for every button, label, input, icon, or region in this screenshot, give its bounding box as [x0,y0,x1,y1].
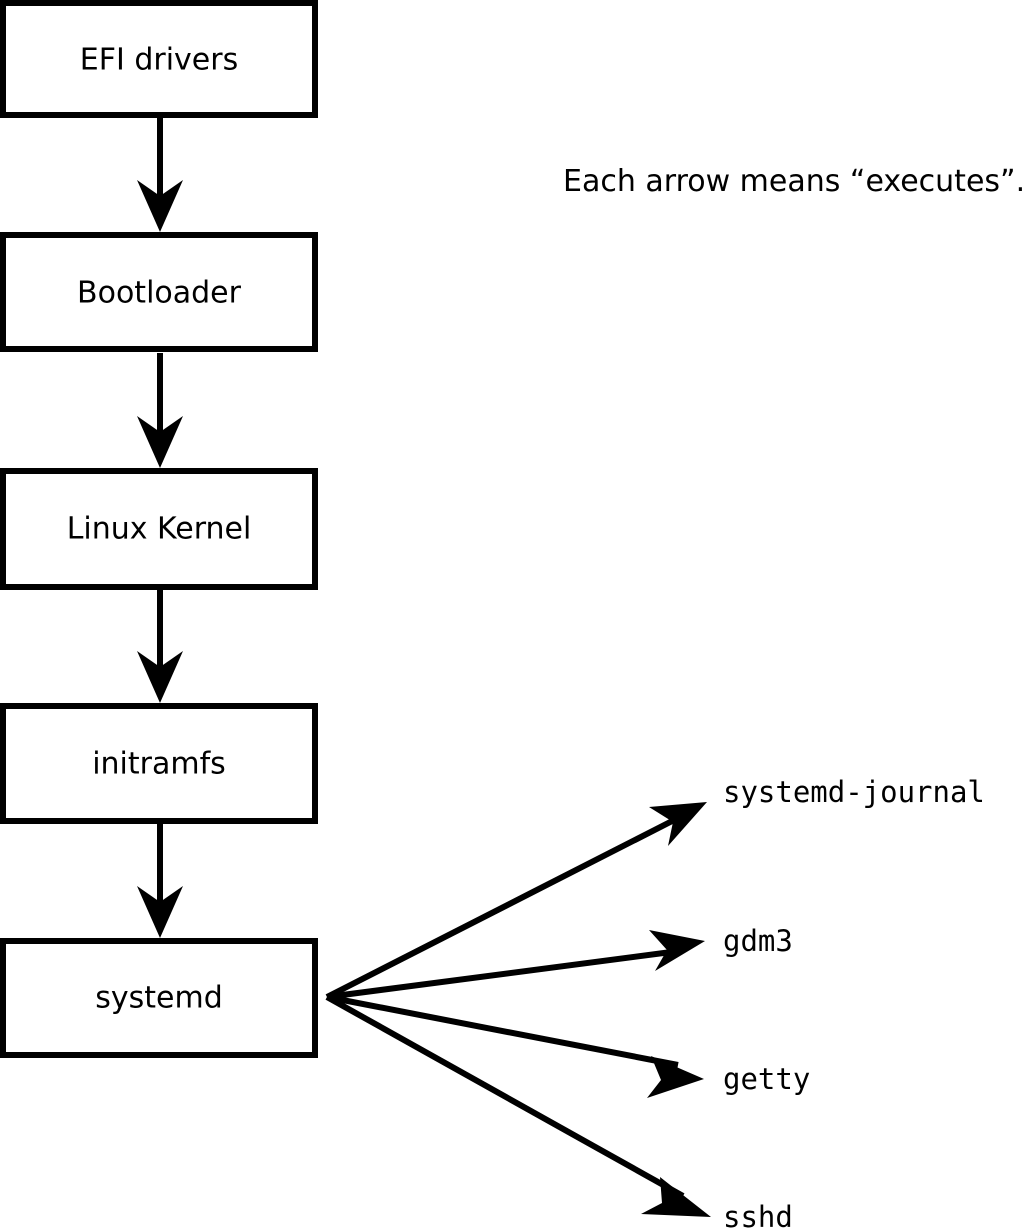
edge-systemd-to-systemd-journal [325,802,707,1000]
edge-efi-drivers-to-bootloader [137,118,183,232]
arrowhead-icon [641,1177,711,1217]
node-initramfs[interactable]: initramfs [0,703,318,824]
node-box[interactable] [0,703,318,824]
arrowhead-down-icon [137,180,183,232]
node-box[interactable] [0,938,318,1058]
node-label: initramfs [92,747,226,782]
service-label-systemd-journal[interactable]: systemd-journal [723,775,985,809]
node-box[interactable] [0,0,318,118]
chain-edges [137,118,183,938]
node-label: Linux Kernel [67,512,252,547]
edge-shaft [325,814,682,1000]
node-box[interactable] [0,232,318,352]
node-box[interactable] [0,468,318,590]
arrowhead-down-icon [137,651,183,703]
arrowhead-icon [649,930,705,971]
service-label-gdm3[interactable]: gdm3 [723,924,793,958]
service-label-getty[interactable]: getty [723,1062,810,1096]
node-label: EFI drivers [80,43,238,78]
edge-shaft [325,994,685,1199]
legend-text: Each arrow means “executes”. [563,164,1023,199]
service-edges [325,802,711,1217]
edge-linux-kernel-to-initramfs [137,589,183,703]
node-label: systemd [95,981,223,1016]
edge-initramfs-to-systemd [137,823,183,938]
edge-shaft [326,994,679,1068]
chain-nodes: EFI drivers Bootloader Linux Kernel init… [0,0,318,1058]
node-bootloader[interactable]: Bootloader [0,232,318,352]
service-labels: systemd-journal gdm3 getty sshd [723,775,985,1230]
arrowhead-down-icon [137,416,183,468]
arrowhead-icon [647,1056,704,1098]
edge-bootloader-to-linux-kernel [137,353,183,468]
edge-systemd-to-gdm3 [326,930,705,1000]
node-systemd[interactable]: systemd [0,938,318,1058]
edge-systemd-to-sshd [325,994,711,1217]
arrowhead-down-icon [137,886,183,938]
node-efi-drivers[interactable]: EFI drivers [0,0,318,118]
edge-shaft [326,948,680,1000]
node-label: Bootloader [77,276,242,311]
service-label-sshd[interactable]: sshd [723,1200,793,1230]
node-linux-kernel[interactable]: Linux Kernel [0,468,318,590]
arrowhead-icon [649,802,707,846]
edge-systemd-to-getty [326,994,704,1098]
